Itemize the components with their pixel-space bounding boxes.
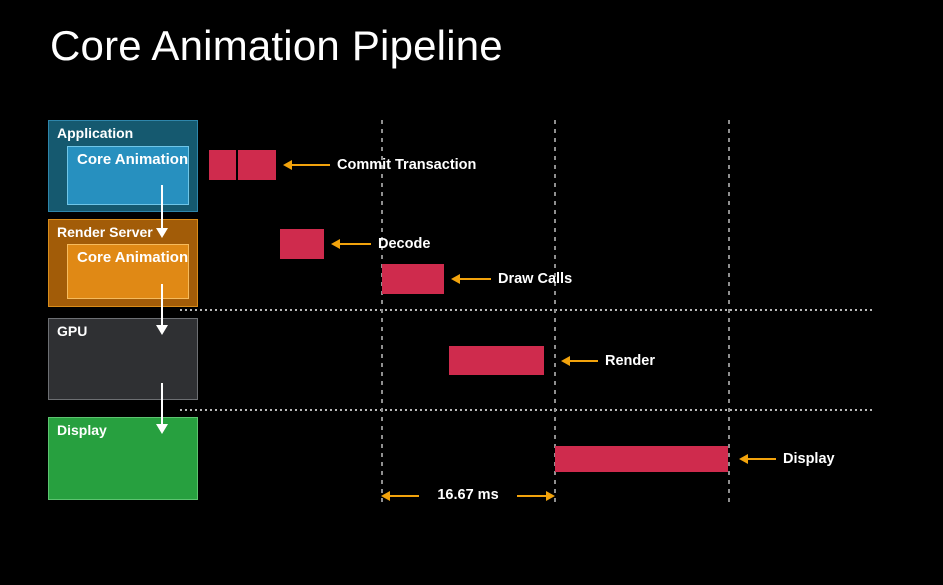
connector-gpu-to-display (161, 383, 163, 430)
stage-title-render-server: Render Server (57, 224, 153, 240)
arrow-left-icon-frame-duration (381, 491, 390, 501)
stage-box-application: Application Core Animation (48, 120, 198, 212)
stage-box-render-server: Render Server Core Animation (48, 219, 198, 307)
frame-duration-label: 16.67 ms (437, 487, 499, 503)
arrow-right-icon-frame-duration (546, 491, 555, 501)
arrow-down-icon-to-display (156, 424, 168, 434)
timeline-bar-render (449, 346, 544, 375)
arrow-shaft-draw-calls (460, 278, 491, 280)
timeline-bar-commit-transaction-b (238, 150, 276, 180)
inner-label-application-core-animation: Core Animation (77, 151, 189, 168)
arrow-left-icon-display (739, 454, 748, 464)
callout-render: Render (561, 352, 655, 370)
stage-box-display: Display (48, 417, 198, 500)
gridline-horizontal-display-top (180, 409, 873, 411)
gridline-horizontal-gpu-top (180, 309, 873, 311)
callout-display: Display (739, 450, 835, 468)
inner-box-render-server-core-animation: Core Animation (67, 244, 189, 299)
arrow-shaft-display (748, 458, 776, 460)
stage-title-display: Display (57, 422, 107, 438)
inner-box-application-core-animation: Core Animation (67, 146, 189, 205)
frame-boundary-line-1 (381, 120, 383, 502)
callout-commit-transaction: Commit Transaction (283, 156, 476, 174)
callout-label-decode: Decode (378, 236, 431, 252)
callout-decode: Decode (331, 235, 430, 253)
page-title: Core Animation Pipeline (50, 22, 503, 69)
callout-label-draw-calls: Draw Calls (498, 271, 573, 287)
timeline-bar-display (555, 446, 728, 472)
arrow-shaft-decode (340, 243, 371, 245)
connector-render-server-to-gpu (161, 284, 163, 331)
frame-duration-measurement: 16.67 ms (381, 486, 555, 506)
callout-draw-calls: Draw Calls (451, 270, 572, 288)
callout-label-commit-transaction: Commit Transaction (337, 157, 477, 173)
callout-label-display: Display (783, 451, 835, 467)
arrow-shaft-right-frame-duration (517, 495, 547, 497)
connector-application-to-render-server (161, 185, 163, 234)
arrow-down-icon-to-gpu (156, 325, 168, 335)
timeline-bar-draw-calls (382, 264, 444, 294)
arrow-left-icon-decode (331, 239, 340, 249)
timeline-bar-decode (280, 229, 324, 259)
stage-title-application: Application (57, 125, 134, 141)
arrow-left-icon-render (561, 356, 570, 366)
frame-boundary-line-3 (728, 120, 730, 502)
arrow-left-icon-commit-transaction (283, 160, 292, 170)
timeline-bar-commit-transaction-a (209, 150, 236, 180)
stage-title-gpu: GPU (57, 323, 88, 339)
arrow-shaft-left-frame-duration (389, 495, 419, 497)
frame-boundary-line-2 (554, 120, 556, 502)
inner-label-render-server-core-animation: Core Animation (77, 249, 189, 266)
callout-label-render: Render (605, 353, 655, 369)
arrow-shaft-commit-transaction (292, 164, 330, 166)
arrow-shaft-render (570, 360, 598, 362)
stage-box-gpu: GPU (48, 318, 198, 400)
arrow-left-icon-draw-calls (451, 274, 460, 284)
arrow-down-icon-to-render-server (156, 228, 168, 238)
